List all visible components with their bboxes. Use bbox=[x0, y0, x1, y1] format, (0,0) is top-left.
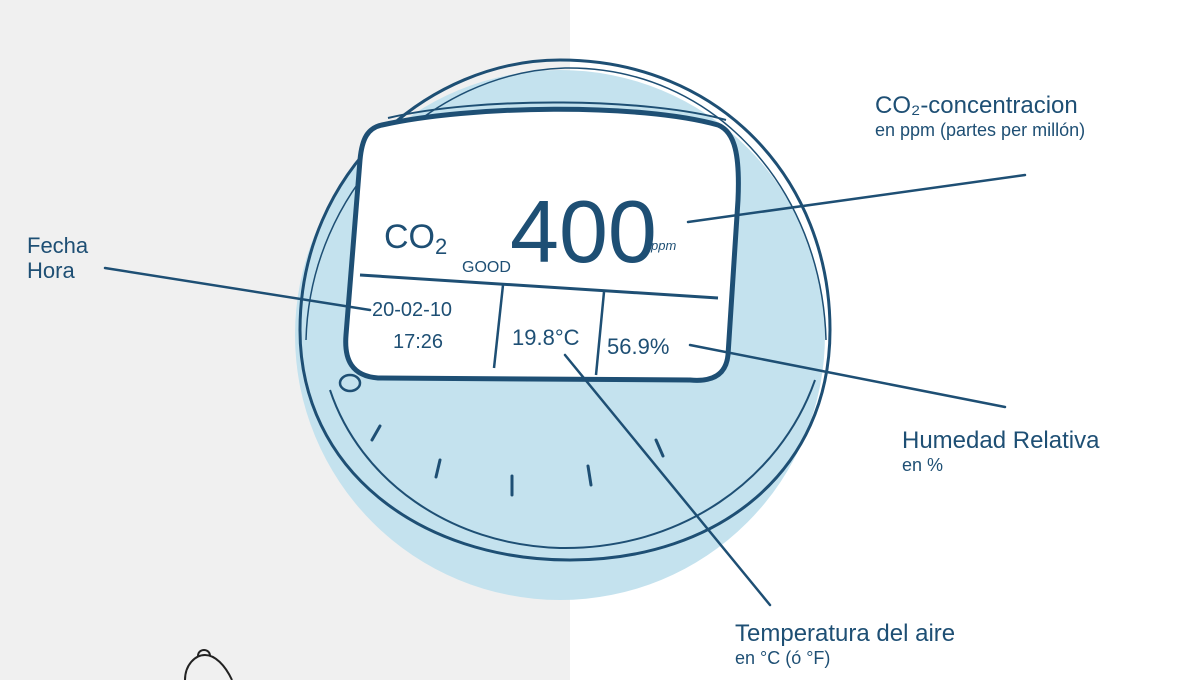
temperature-text: 19.8°C bbox=[512, 325, 580, 350]
status-text: GOOD bbox=[462, 259, 511, 276]
callout-line-temperature bbox=[563, 353, 772, 607]
humidity-text: 56.9% bbox=[607, 334, 669, 359]
callout-humidity-title: Humedad Relativa bbox=[902, 427, 1100, 454]
callout-line-co2 bbox=[686, 173, 1027, 224]
callout-temperature-sub: en °C (ó °F) bbox=[735, 647, 831, 668]
timer-icon-knob bbox=[197, 649, 211, 657]
time-text: 17:26 bbox=[393, 331, 443, 353]
co2-value: 400 bbox=[510, 182, 657, 281]
callout-datetime-line2: Hora bbox=[27, 258, 75, 284]
callout-line-humidity bbox=[688, 343, 1007, 409]
power-button-icon bbox=[338, 373, 362, 393]
device-rim bbox=[329, 379, 816, 550]
screen-divider-right bbox=[594, 291, 606, 376]
callout-temperature: Temperatura del aire en °C (ó °F) bbox=[735, 620, 955, 668]
callout-line-datetime bbox=[103, 266, 372, 312]
callout-temperature-title: Temperatura del aire bbox=[735, 620, 956, 647]
callout-datetime: Fecha Hora bbox=[27, 233, 88, 284]
co2-label: CO2 bbox=[384, 218, 447, 259]
callout-humidity: Humedad Relativa en % bbox=[902, 427, 1099, 475]
unit-text: ppm bbox=[650, 238, 676, 253]
screen-divider-horizontal bbox=[359, 273, 719, 300]
screen-frame-sketch bbox=[387, 101, 727, 121]
dial-ticks bbox=[370, 424, 665, 497]
screen-divider-left bbox=[492, 284, 505, 369]
callout-co2: CO₂-concentracion en ppm (partes per mil… bbox=[875, 92, 1085, 140]
callout-humidity-sub: en % bbox=[902, 454, 944, 475]
date-text: 20-02-10 bbox=[372, 299, 452, 321]
callout-datetime-line1: Fecha bbox=[27, 233, 89, 258]
callout-co2-title: CO₂-concentracion bbox=[875, 92, 1078, 119]
device-outline bbox=[298, 58, 832, 562]
screen-frame bbox=[343, 106, 741, 383]
timer-icon bbox=[184, 653, 233, 680]
callout-co2-sub: en ppm (partes per millón) bbox=[875, 119, 1086, 140]
